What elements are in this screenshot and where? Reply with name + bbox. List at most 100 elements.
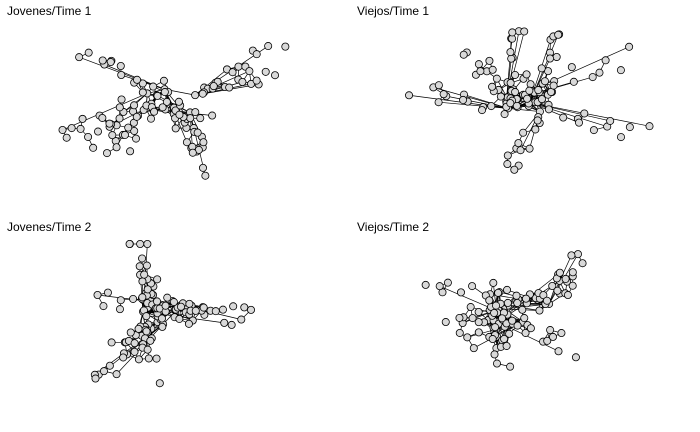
- node: [523, 94, 532, 103]
- edge: [446, 95, 509, 109]
- node: [439, 90, 448, 99]
- node: [120, 130, 129, 139]
- node: [186, 114, 195, 123]
- node: [130, 126, 139, 135]
- node: [466, 303, 475, 312]
- node: [578, 259, 587, 268]
- node: [494, 288, 503, 297]
- node: [153, 297, 162, 306]
- node: [252, 50, 261, 59]
- node: [520, 314, 529, 323]
- node: [554, 30, 563, 39]
- node: [175, 110, 184, 119]
- node: [191, 108, 200, 117]
- edge: [507, 107, 540, 112]
- node: [119, 353, 128, 362]
- node: [143, 345, 152, 354]
- node: [575, 118, 584, 127]
- node: [105, 361, 114, 370]
- node: [492, 74, 501, 83]
- node: [91, 374, 100, 383]
- node: [491, 323, 500, 332]
- node: [645, 122, 654, 131]
- node: [459, 50, 468, 59]
- node: [201, 171, 210, 180]
- node: [75, 53, 84, 62]
- node: [138, 277, 147, 286]
- node: [105, 119, 114, 128]
- node: [563, 291, 572, 300]
- node: [176, 302, 185, 311]
- node: [526, 80, 535, 89]
- node: [569, 77, 578, 86]
- panel-title: Viejos/Time 2: [357, 220, 430, 234]
- node: [506, 78, 515, 87]
- node: [169, 298, 178, 307]
- node: [459, 95, 468, 104]
- node: [521, 294, 530, 303]
- node: [117, 70, 126, 79]
- node: [102, 149, 111, 158]
- node: [58, 125, 67, 134]
- node: [160, 88, 169, 97]
- node: [519, 128, 528, 137]
- node: [218, 305, 227, 314]
- node: [130, 339, 139, 348]
- node: [513, 321, 522, 330]
- node: [557, 329, 566, 338]
- node: [175, 314, 184, 323]
- node: [606, 116, 615, 125]
- node: [534, 86, 543, 95]
- network-graph: [421, 250, 587, 371]
- node: [237, 315, 246, 324]
- node: [228, 68, 237, 77]
- node: [546, 54, 555, 63]
- node: [544, 105, 553, 114]
- nodes: [421, 250, 587, 371]
- node: [191, 91, 200, 100]
- node: [595, 68, 604, 77]
- node: [238, 77, 247, 86]
- node: [184, 319, 193, 328]
- node: [199, 303, 208, 312]
- node: [134, 355, 143, 364]
- node: [240, 303, 249, 312]
- node: [505, 329, 514, 338]
- node: [552, 52, 561, 61]
- node: [490, 350, 499, 359]
- node: [508, 316, 517, 325]
- node: [171, 124, 180, 133]
- node: [220, 318, 229, 327]
- node: [234, 62, 243, 71]
- node: [503, 151, 512, 160]
- node: [496, 92, 505, 101]
- node: [469, 344, 478, 353]
- node: [548, 281, 557, 290]
- node: [511, 88, 520, 97]
- node: [142, 312, 151, 321]
- node: [514, 139, 523, 148]
- node: [506, 362, 515, 371]
- node: [261, 67, 270, 76]
- node: [537, 64, 546, 73]
- node: [468, 282, 477, 291]
- node: [568, 268, 577, 277]
- node: [281, 42, 290, 51]
- edge: [529, 102, 608, 127]
- node: [130, 347, 139, 356]
- panel-title: Viejos/Time 1: [357, 4, 430, 18]
- panel-title: Jovenes/Time 1: [7, 4, 92, 18]
- node: [542, 296, 551, 305]
- node: [271, 71, 280, 80]
- node: [132, 134, 141, 143]
- panel-viejos-time1: Viejos/Time 1: [350, 0, 700, 216]
- node: [485, 296, 494, 305]
- node: [140, 270, 149, 279]
- node: [580, 109, 589, 118]
- node: [488, 82, 497, 91]
- node: [174, 97, 183, 106]
- node: [474, 307, 483, 316]
- node: [138, 79, 147, 88]
- node: [543, 336, 552, 345]
- node: [571, 353, 580, 362]
